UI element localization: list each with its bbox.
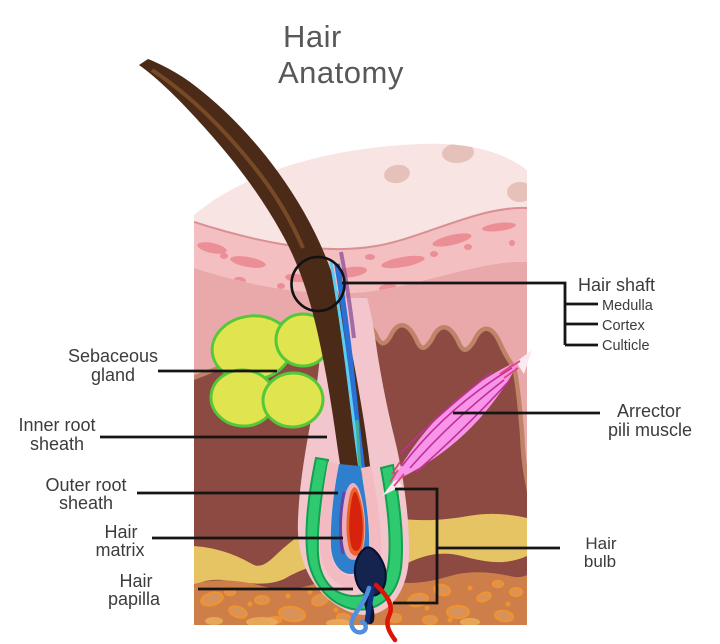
hair-cortex-streak (334, 263, 366, 475)
label-outer-root-1: Outer root (45, 475, 126, 495)
hair-bulb-bracket (393, 487, 439, 605)
bottom-glow-patches (205, 617, 480, 625)
sheath-pink-layer (319, 462, 382, 589)
title-line-1: Hair (283, 19, 342, 54)
hair-papilla (353, 546, 387, 597)
muscle-tendon-top (516, 350, 532, 374)
label-inner-root-1: Inner root (18, 415, 95, 435)
annotation-lines (100, 281, 600, 605)
matrix-purple-sliver (339, 491, 346, 555)
label-hair-matrix-1: Hair (104, 522, 137, 542)
hair-shaft-body (139, 59, 371, 478)
arrector-pili-muscle (382, 350, 532, 496)
hair-bulb-structure (305, 456, 403, 643)
muscle-striations (399, 367, 513, 473)
hair-strand (139, 59, 371, 497)
label-arrector-2: pili muscle (608, 420, 692, 440)
label-cuticle: Culticle (602, 338, 650, 354)
label-hair-matrix-2: matrix (96, 540, 145, 560)
hair-purple-sheen (339, 251, 356, 339)
muscle-tip-fibers (389, 360, 521, 487)
skin-cross-section (194, 143, 527, 625)
label-outer-root-2: sheath (59, 493, 113, 513)
hair-highlight (150, 68, 305, 249)
label-hair-bulb-1: Hair (585, 534, 617, 553)
label-hair-shaft: Hair shaft (578, 275, 655, 295)
granular-band-edge (194, 206, 527, 251)
label-arrector-1: Arrector (617, 401, 681, 421)
label-hair-papilla-2: papilla (108, 589, 161, 609)
granular-band (194, 207, 527, 294)
epidermis-spots (384, 143, 527, 202)
label-hair-papilla-1: Hair (119, 571, 152, 591)
vein-deep (364, 585, 375, 625)
artery (373, 582, 398, 643)
label-cortex: Cortex (602, 318, 645, 334)
vein (349, 585, 372, 635)
label-sebaceous-1: Sebaceous (68, 346, 158, 366)
title-line-2: Anatomy (278, 55, 404, 90)
label-medulla: Medulla (602, 298, 654, 314)
label-sebaceous-2: gland (91, 365, 135, 385)
fat-cell-dots (247, 585, 511, 623)
hair-matrix (349, 491, 363, 551)
label-hair-bulb-2: bulb (584, 552, 616, 571)
label-inner-root-2: sheath (30, 434, 84, 454)
